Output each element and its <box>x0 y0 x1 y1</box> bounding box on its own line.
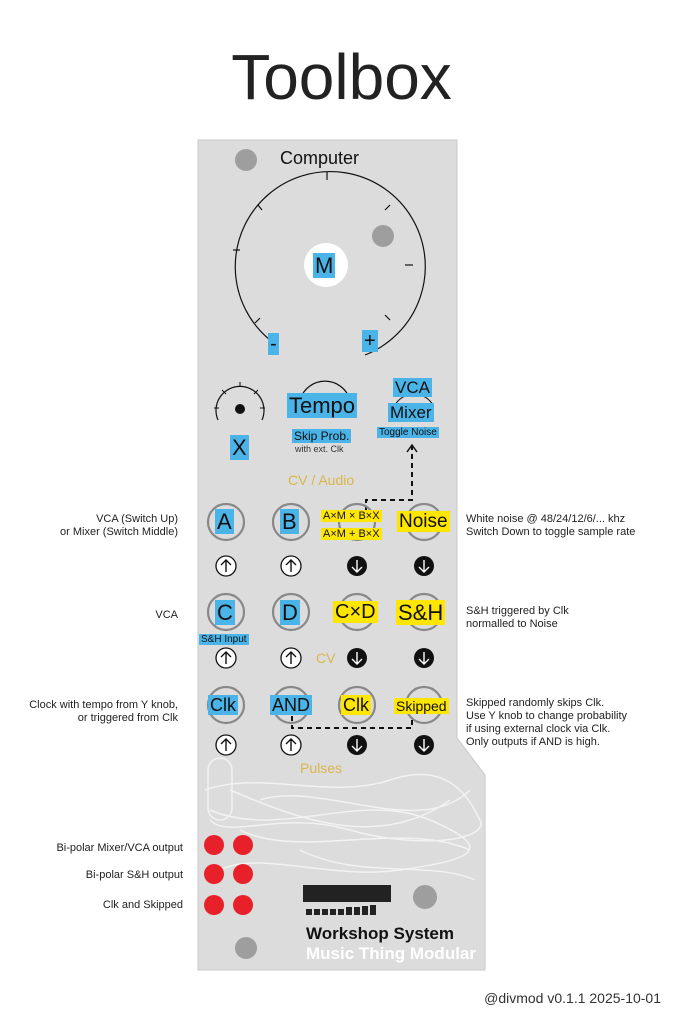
jack-sh[interactable]: S&H <box>396 600 446 625</box>
note-row3-left: Clock with tempo from Y knob,or triggere… <box>29 699 178 724</box>
display-bars <box>306 905 376 915</box>
cv-audio-section-label: CV / Audio <box>288 472 355 488</box>
row1-arrows <box>215 555 434 577</box>
mixer-label[interactable]: Mixer <box>388 403 434 422</box>
noise-toggle-link <box>365 445 413 510</box>
jack-axm-times-bx[interactable]: A×M × B×X <box>321 510 382 522</box>
tempo-knob-arc <box>299 380 351 401</box>
with-ext-clk-label: with ext. Clk <box>295 444 344 454</box>
and-skipped-link <box>291 716 413 729</box>
row2-arrows <box>215 647 434 669</box>
jack-d[interactable]: D <box>280 600 300 625</box>
jack-skipped[interactable]: Skipped <box>394 698 449 714</box>
jack-noise[interactable]: Noise <box>397 511 450 532</box>
main-knob-label[interactable]: M <box>313 253 336 278</box>
pulses-section-label: Pulses <box>300 760 343 776</box>
screw-top <box>235 149 257 171</box>
note-out2: Bi-polar S&H output <box>85 869 183 881</box>
x-knob-label[interactable]: X <box>230 435 249 460</box>
note-out1: Bi-polar Mixer/VCA output <box>56 842 183 854</box>
main-knob-arc <box>234 170 426 356</box>
cv-section-label: CV <box>316 650 336 666</box>
vca-label[interactable]: VCA <box>393 378 432 397</box>
main-knob-ticks <box>233 172 413 324</box>
sh-input-label: S&H Input <box>199 634 249 645</box>
display <box>303 885 391 902</box>
note-out3: Clk and Skipped <box>102 899 183 911</box>
jack-b[interactable]: B <box>280 509 299 534</box>
toggle-noise-label: Toggle Noise <box>377 427 439 438</box>
jack-a[interactable]: A <box>215 509 234 534</box>
decorative-lines <box>204 773 482 881</box>
switch-slot <box>207 757 233 821</box>
jack-cxd[interactable]: C×D <box>333 601 378 623</box>
bottom-screw-right <box>413 885 437 909</box>
page-title: Toolbox <box>231 41 452 113</box>
brand-line1: Workshop System <box>306 924 455 943</box>
output-leds <box>204 835 253 915</box>
jack-and[interactable]: AND <box>270 695 313 715</box>
version-footer: @divmod v0.1.1 2025-10-01 <box>484 990 661 1006</box>
computer-label: Computer <box>280 148 360 168</box>
x-knob-dot <box>235 404 245 414</box>
brand-line2: Music Thing Modular <box>306 944 476 963</box>
row3-arrows <box>215 734 434 756</box>
jack-c[interactable]: C <box>215 600 235 625</box>
tempo-knob-label[interactable]: Tempo <box>287 393 358 418</box>
note-row3-right: Skipped randomly skips Clk.Use Y knob to… <box>466 697 628 748</box>
minus-button[interactable]: - <box>268 333 279 355</box>
note-row2-left: VCA <box>155 609 178 621</box>
skip-prob-label: Skip Prob. <box>292 429 352 443</box>
note-row1-left: VCA (Switch Up)or Mixer (Switch Middle) <box>60 513 178 538</box>
main-knob-screw <box>372 225 394 247</box>
screw-bottom <box>235 937 257 959</box>
plus-button[interactable]: + <box>362 330 378 352</box>
jack-axm-plus-bx[interactable]: A×M + B×X <box>321 528 382 540</box>
jack-clk-out[interactable]: Clk <box>341 695 371 715</box>
jack-clk-in[interactable]: Clk <box>208 695 238 715</box>
